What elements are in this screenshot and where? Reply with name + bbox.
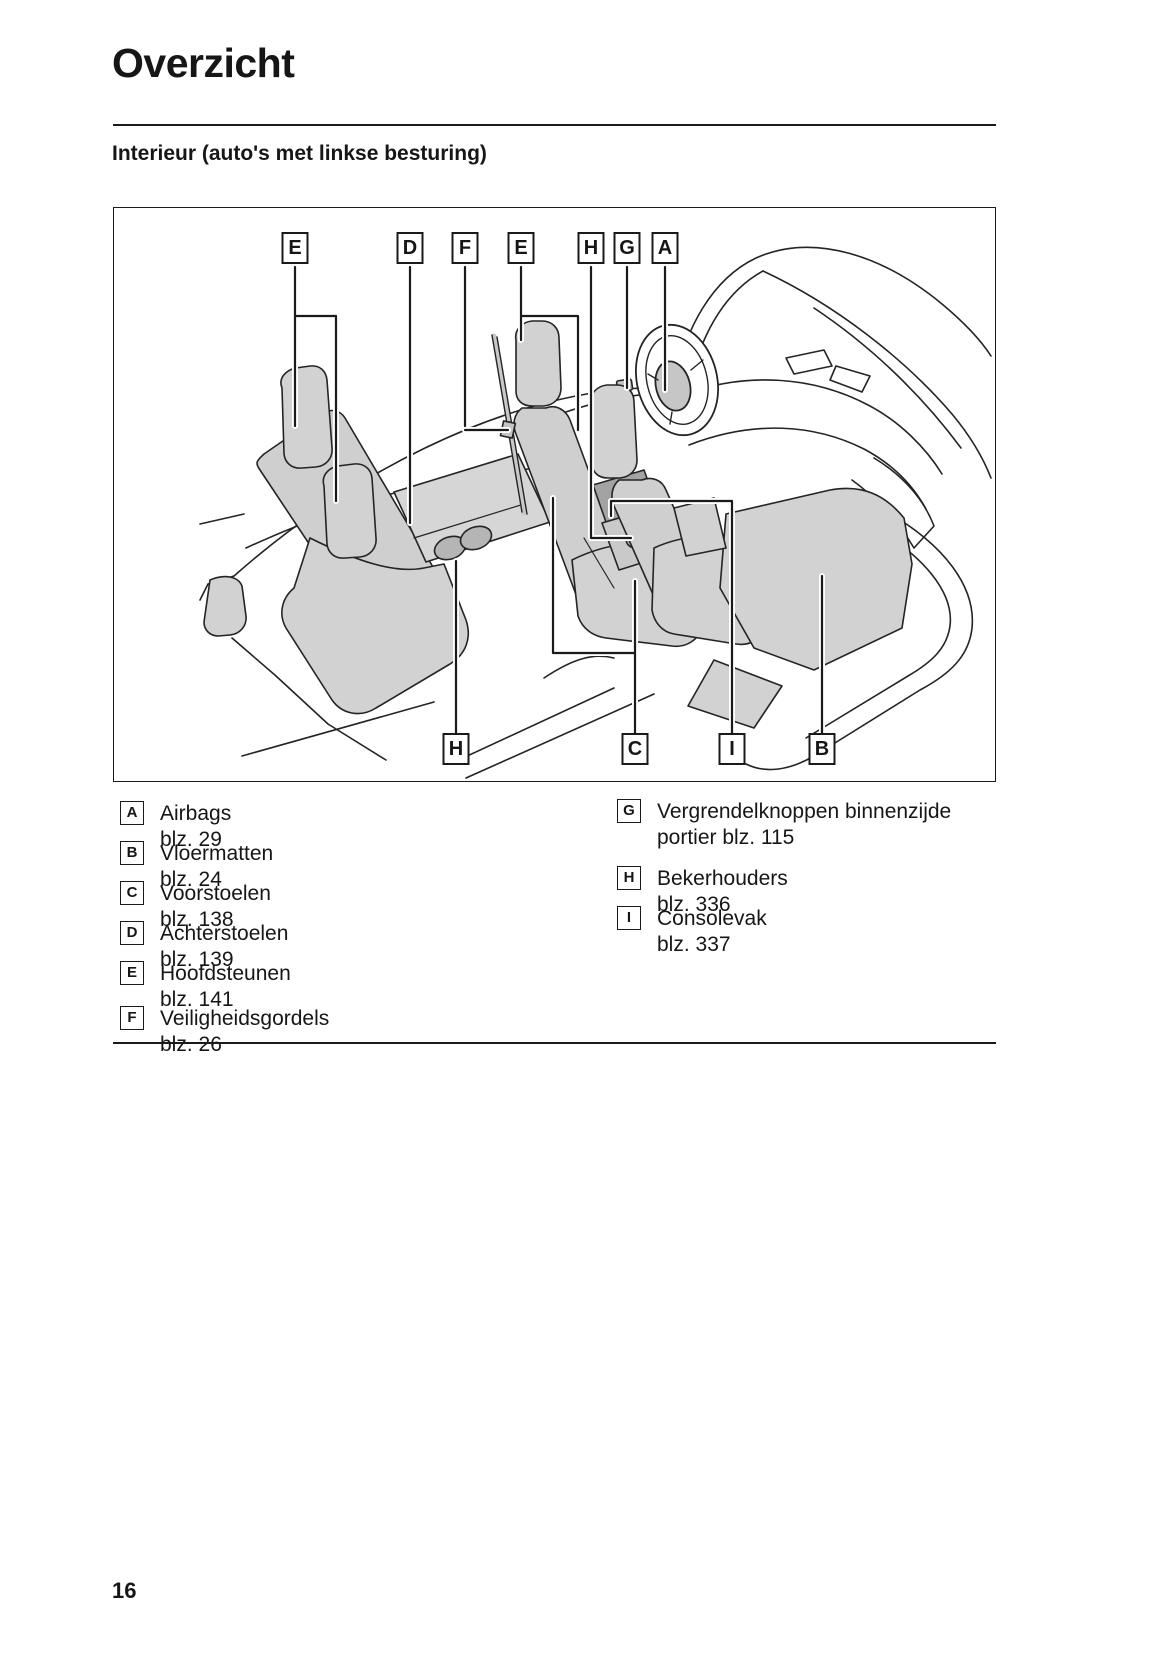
callout-label-B: B — [808, 733, 836, 765]
callout-label-C: C — [621, 733, 649, 765]
steering-wheel — [634, 323, 720, 437]
legend-text-E: Hoofdsteunen blz. 141 — [160, 962, 297, 1011]
callout-line-H-top — [589, 265, 633, 540]
legend-key-G: G — [617, 799, 641, 823]
legend-text-G: Vergrendelknoppen binnenzijde portier bl… — [657, 800, 958, 849]
callout-label-E: E — [281, 232, 309, 264]
callout-label-F: F — [451, 232, 479, 264]
callout-label-H: H — [577, 232, 605, 264]
legend-text-I: Consolevak blz. 337 — [657, 907, 773, 956]
legend-text-C: Voorstoelen blz. 138 — [160, 882, 277, 931]
top-divider — [113, 124, 996, 126]
callout-line-E-front — [519, 265, 580, 432]
callout-label-H: H — [442, 733, 470, 765]
car-interior-drawing — [199, 246, 992, 779]
legend-key-D: D — [120, 921, 144, 945]
callout-label-A: A — [651, 232, 679, 264]
bottom-divider — [113, 1042, 996, 1044]
section-subtitle: Interieur (auto's met linkse besturing) — [112, 142, 487, 165]
page-title: Overzicht — [112, 40, 295, 86]
legend-key-B: B — [120, 841, 144, 865]
legend-key-E: E — [120, 961, 144, 985]
page-number: 16 — [112, 1578, 137, 1603]
legend-text-A: Airbags blz. 29 — [160, 802, 238, 851]
callout-line-E-rear — [293, 265, 338, 503]
legend-text-F: Veiligheidsgordels blz. 26 — [160, 1007, 336, 1056]
callout-lines — [293, 265, 824, 736]
legend-key-C: C — [120, 881, 144, 905]
legend-text-H: Bekerhouders blz. 336 — [657, 867, 794, 916]
callout-label-E: E — [507, 232, 535, 264]
callout-label-I: I — [718, 733, 746, 765]
legend-text-D: Achterstoelen blz. 139 — [160, 922, 295, 971]
callout-line-C — [551, 496, 637, 736]
callout-line-F — [463, 265, 510, 432]
legend-text-B: Vloermatten blz. 24 — [160, 842, 280, 891]
legend-key-A: A — [120, 801, 144, 825]
legend-key-I: I — [617, 906, 641, 930]
callout-label-G: G — [613, 232, 641, 264]
callout-line-I — [609, 499, 734, 736]
legend-key-F: F — [120, 1006, 144, 1030]
callout-label-D: D — [396, 232, 424, 264]
legend-key-H: H — [617, 866, 641, 890]
